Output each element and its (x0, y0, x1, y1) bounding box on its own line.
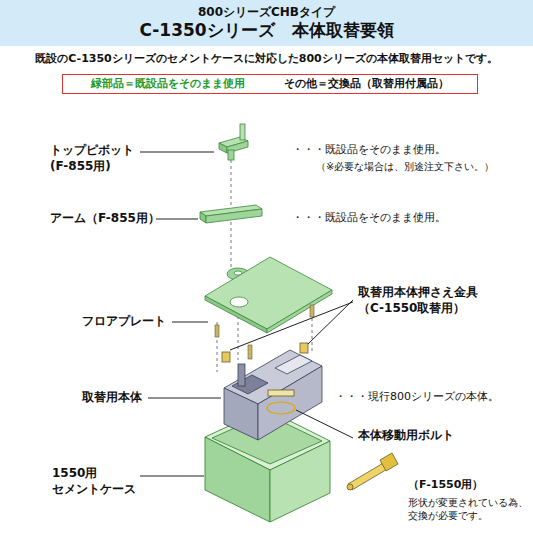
body-move-bolt (347, 453, 398, 490)
part-note: ・・・現行800シリーズの本体。 (335, 390, 525, 404)
part-spec: （F-1550用） (408, 478, 528, 492)
part-name: 取替用本体押さえ金具 （C-1550取替用） (358, 285, 508, 316)
part-note: （※必要な場合は、別途注文下さい。） (316, 160, 526, 173)
part-note: ・・・既設品をそのまま使用。 (292, 143, 492, 157)
intro-text: 既設のC-1350シリーズのセメントケースに対応した800シリーズの本体取替用セ… (6, 52, 527, 66)
floor-plate (205, 257, 332, 333)
part-name: トップピボット (F-855用) (50, 143, 142, 174)
arm (200, 205, 262, 223)
part-name: 本体移動用ボルト (358, 428, 498, 444)
series-subtitle: 800シリーズCHBタイプ (198, 5, 335, 20)
legend-other-note: その他＝交換品（取替用付属品） (284, 77, 449, 91)
part-name: アーム（F-855用） (50, 211, 160, 227)
part-note: ・・・既設品をそのまま使用。 (292, 211, 492, 225)
part-name: 1550用 セメントケース (52, 466, 142, 497)
screws (215, 305, 314, 359)
main-title: C-1350シリーズ 本体取替要領 (139, 20, 393, 41)
part-name: フロアプレート (82, 314, 174, 330)
title-band: 800シリーズCHBタイプC-1350シリーズ 本体取替要領 (0, 0, 533, 46)
replacement-body (222, 343, 322, 440)
part-note: 形状が変更されている為、交換が必要です。 (408, 496, 530, 522)
leader-lines (140, 152, 353, 476)
part-name: 取替用本体 (82, 390, 152, 406)
legend-green-note: 緑部品＝既設品をそのまま使用 (91, 77, 245, 91)
top-pivot (219, 124, 248, 160)
legend-box: 緑部品＝既設品をそのまま使用 その他＝交換品（取替用付属品） (62, 74, 478, 94)
